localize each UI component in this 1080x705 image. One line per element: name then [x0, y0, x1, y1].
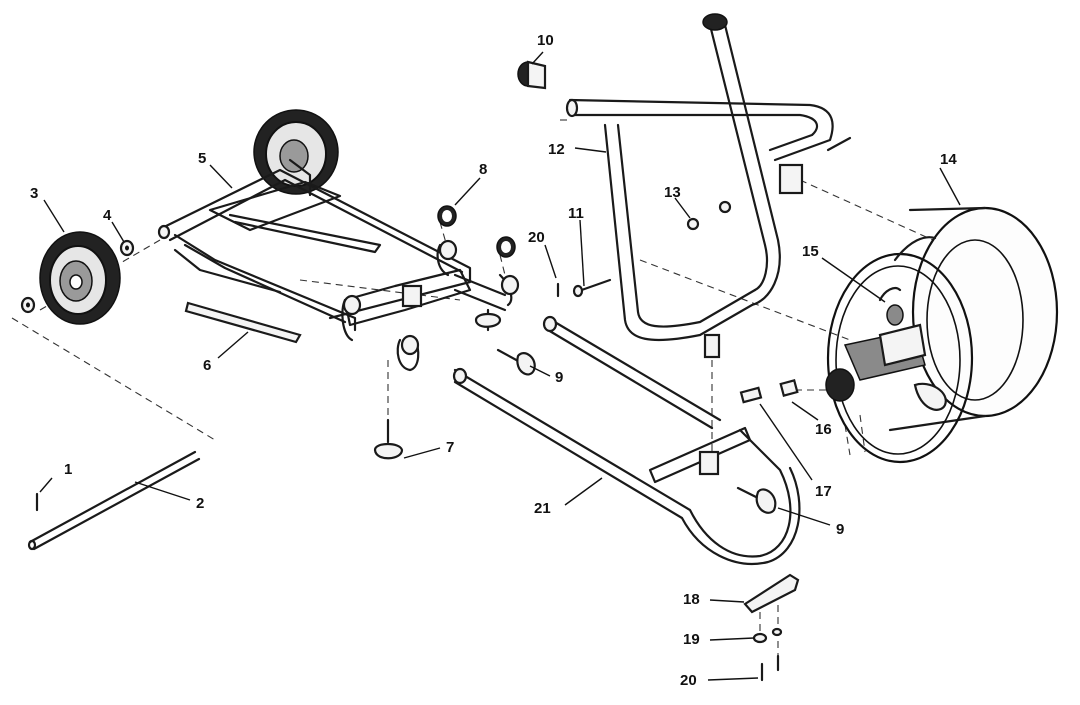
leader-lines [39, 51, 961, 681]
callout-19: 19 [683, 631, 700, 648]
bushing-rings [437, 205, 516, 258]
callout-21: 21 [534, 500, 551, 517]
axle-rod [27, 450, 201, 551]
callout-3: 3 [30, 185, 38, 202]
frame-brackets [341, 239, 520, 372]
knob-bolt-centre [474, 308, 502, 332]
handle-end-cap [517, 60, 547, 90]
handle-frame [565, 13, 834, 359]
callout-20-upper: 20 [528, 229, 545, 246]
callout-9-upper: 9 [555, 369, 563, 386]
callout-5: 5 [198, 150, 206, 167]
callout-14: 14 [940, 151, 957, 168]
callout-labels: 1 2 3 4 5 6 7 8 9 9 10 11 12 13 14 15 16… [30, 32, 957, 689]
callout-11: 11 [568, 205, 584, 222]
callout-2: 2 [196, 495, 204, 512]
washer-4 [119, 239, 135, 257]
callout-9-lower: 9 [836, 521, 844, 538]
valve-assembly [825, 286, 947, 411]
callout-8: 8 [479, 161, 487, 178]
knob-bolt-7 [373, 418, 404, 460]
nut-13 [686, 200, 732, 231]
screw-20-lower [760, 654, 780, 682]
callout-7: 7 [446, 439, 454, 456]
tread-plate [184, 301, 302, 344]
washer-19 [752, 627, 783, 644]
callout-4: 4 [103, 207, 112, 224]
callout-20-lower: 20 [680, 672, 697, 689]
callout-18: 18 [683, 591, 700, 608]
fitting-16 [779, 379, 799, 397]
foot-pad [743, 573, 800, 614]
callout-15: 15 [802, 243, 819, 260]
callout-1: 1 [64, 461, 72, 478]
lower-frame [452, 315, 801, 565]
screw-11 [572, 278, 612, 298]
screw-top-right [826, 136, 852, 152]
fitting-17 [739, 386, 763, 404]
assembly-lines [11, 119, 956, 668]
callout-6: 6 [203, 357, 211, 374]
washer-left [20, 296, 36, 314]
knob-bolt-9-lower [736, 486, 777, 514]
callout-17: 17 [815, 483, 832, 500]
left-wheel [39, 231, 121, 325]
callout-13: 13 [664, 184, 681, 201]
callout-12: 12 [548, 141, 565, 158]
hose-reel [826, 206, 1059, 464]
callout-10: 10 [537, 32, 554, 49]
knob-bolt-9-upper [496, 348, 536, 376]
rear-wheel [253, 109, 339, 195]
callout-16: 16 [815, 421, 832, 438]
